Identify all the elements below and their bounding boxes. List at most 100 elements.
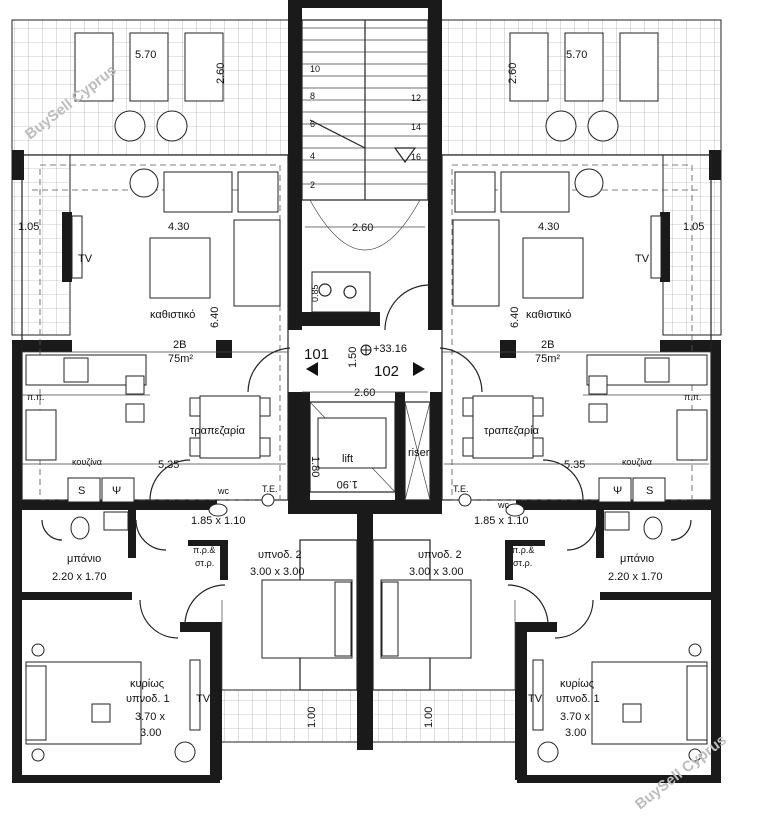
unit-101-labels: 5.70 2.60 1.05 4.30 6.40 καθιστικό 2B 75… (18, 49, 318, 739)
bed-headboard (686, 665, 708, 741)
side-veranda-left (11, 154, 71, 336)
unit-type: 2B (541, 339, 554, 351)
sun-lounger (129, 32, 169, 102)
stair-step-label: 14 (411, 122, 421, 132)
washer (101, 477, 135, 503)
side-veranda-dim: 1.05 (18, 221, 39, 233)
appliance-psi: Ψ (613, 485, 622, 497)
wc-dim: 1.85 x 1.10 (191, 515, 245, 527)
sofa-chaise (237, 171, 279, 213)
chair (532, 397, 544, 417)
stair-step-label: 16 (411, 152, 421, 162)
bath-dim: 2.20 x 1.70 (608, 571, 662, 583)
round-seat (114, 110, 146, 142)
chair (189, 437, 201, 457)
round-seat (545, 110, 577, 142)
stair-step-label: 4 (310, 151, 315, 161)
veranda-width-dim: 5.70 (566, 49, 587, 61)
living-depth-dim: 6.40 (509, 307, 521, 328)
landing-depth-dim: 1.50 (347, 347, 359, 368)
balcony-right (371, 689, 518, 743)
appliance-s: S (78, 485, 85, 497)
chair (259, 437, 271, 457)
toilet (70, 516, 90, 540)
lift-depth-dim: 1.80 (309, 456, 321, 477)
wc-label: wc (217, 486, 229, 496)
living-width-dim: 4.30 (538, 221, 559, 233)
stair-lift-icon (311, 271, 371, 313)
living-depth-dim: 6.40 (209, 307, 221, 328)
sink-counter (676, 409, 708, 461)
tv-unit (650, 215, 662, 279)
wc-dim: 1.85 x 1.10 (474, 515, 528, 527)
storage-label-2: στ.ρ. (195, 558, 214, 568)
sofa-chaise (454, 171, 496, 213)
master-label-2: υπνοδ. 1 (556, 693, 600, 705)
sofa (163, 171, 233, 213)
water-heater (458, 493, 472, 507)
sink-counter (25, 409, 57, 461)
dining-label: τραπεζαρία (190, 425, 246, 437)
master-label-1: κυρίως (130, 678, 164, 690)
tv-unit-bedroom (532, 659, 544, 731)
unit-102-labels: 5.70 2.60 1.05 4.30 6.40 καθιστικό 2B 75… (409, 49, 709, 739)
bed-headboard (25, 665, 47, 741)
bedside-lamp (688, 748, 702, 762)
basin (103, 511, 129, 531)
chair (532, 437, 544, 457)
tv-label-bedroom: TV (196, 693, 211, 705)
living-label: καθιστικό (526, 309, 571, 321)
stair-step-label: 6 (310, 119, 315, 129)
sun-lounger (184, 32, 224, 102)
round-seat (156, 110, 188, 142)
unit-number-102: 102 (374, 363, 399, 380)
coffee-table (149, 237, 211, 299)
bath-label: μπάνιο (67, 553, 101, 565)
master-dim-1: 3.70 x (135, 711, 165, 723)
bath-label: μπάνιο (620, 553, 654, 565)
veranda-depth-dim: 2.60 (215, 63, 227, 84)
kitchen-width-dim: 5.35 (564, 459, 585, 471)
furniture-unit-102 (380, 32, 708, 763)
door-swing (507, 584, 549, 626)
bedside-lamp (31, 748, 45, 762)
door-swing (139, 599, 179, 639)
living-width-dim: 4.30 (168, 221, 189, 233)
stair-step-label: 12 (411, 93, 421, 103)
chair (462, 397, 474, 417)
stair-step-label: 10 (310, 64, 320, 74)
lift-label: lift (342, 453, 353, 465)
balcony-left (219, 689, 361, 743)
armchair-bedroom (174, 741, 196, 763)
stool (588, 403, 608, 423)
tv-label-bedroom: TV (528, 693, 543, 705)
sun-lounger (619, 32, 659, 102)
bedroom2-dim: 3.00 x 3.00 (409, 566, 463, 578)
tv-label: TV (635, 253, 650, 265)
te-label: T.E. (453, 484, 469, 494)
cushion (622, 703, 642, 723)
toilet (643, 516, 663, 540)
sofa-side (233, 219, 281, 307)
armchair-bedroom (537, 741, 559, 763)
chair (462, 437, 474, 457)
stair-core: 10 8 6 4 2 12 14 16 2.60 0.85 (301, 19, 429, 331)
door-swing (184, 584, 226, 626)
cooktop (644, 357, 670, 383)
sun-lounger (564, 32, 604, 102)
storage-label-2: στ.ρ. (513, 558, 532, 568)
sofa-side (452, 219, 500, 307)
fridge (67, 477, 101, 503)
door-swing (554, 599, 594, 639)
wc-toilet (505, 503, 525, 517)
master-dim-2: 3.00 (140, 727, 161, 739)
round-seat (587, 110, 619, 142)
stair-step-label: 8 (310, 91, 315, 101)
bedroom2-label: υπνοδ. 2 (258, 549, 302, 561)
appliance-s: S (646, 485, 653, 497)
stair-lift-dim: 0.85 (310, 284, 320, 302)
bed-pillow (381, 581, 399, 657)
sun-lounger (509, 32, 549, 102)
balcony-depth-dim: 1.00 (423, 707, 435, 728)
kitchen-width-dim: 5.35 (158, 459, 179, 471)
